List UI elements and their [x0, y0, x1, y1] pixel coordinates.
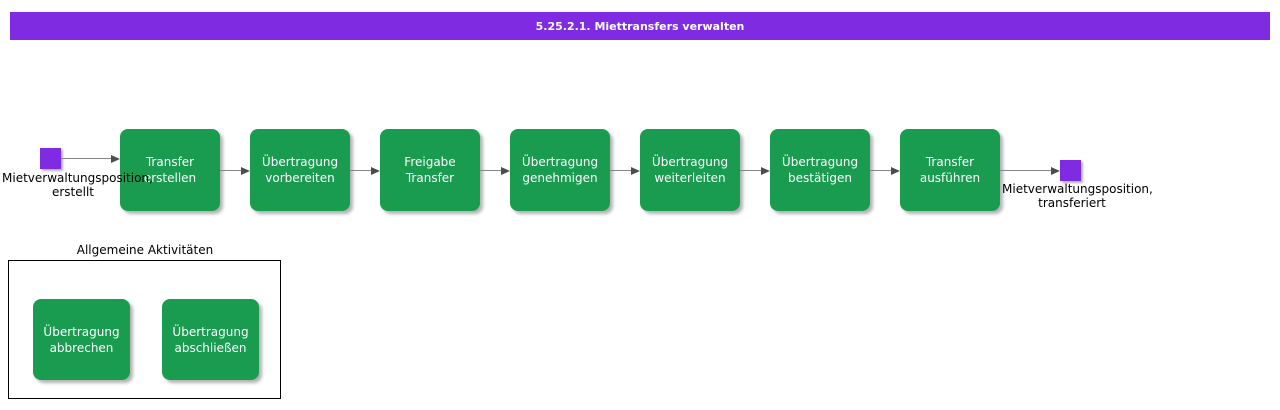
arrow-shaft — [870, 170, 891, 171]
flow-arrow — [740, 166, 770, 175]
flow-arrow — [870, 166, 900, 175]
arrow-shaft — [740, 170, 761, 171]
flow-arrow — [480, 166, 510, 175]
flow-arrow — [61, 154, 120, 163]
arrow-shaft — [480, 170, 501, 171]
arrow-shaft — [1000, 170, 1051, 171]
flow-arrow — [610, 166, 640, 175]
arrow-head-icon — [111, 154, 120, 163]
start-event-label-line1: Mietverwaltungsposition, — [2, 171, 153, 185]
arrow-head-icon — [631, 166, 640, 175]
flow-arrow — [350, 166, 380, 175]
flow-arrow — [1000, 166, 1060, 175]
arrow-head-icon — [241, 166, 250, 175]
arrow-shaft — [350, 170, 371, 171]
general-activities-title: Allgemeine Aktivitäten — [76, 243, 214, 257]
start-event-label-line2: erstellt — [51, 185, 95, 199]
arrow-head-icon — [371, 166, 380, 175]
start-event-square — [40, 148, 61, 169]
end-event-label-line2: transferiert — [1038, 196, 1106, 210]
arrow-head-icon — [1051, 166, 1060, 175]
end-event-label: Mietverwaltungsposition, transferiert — [1002, 182, 1153, 210]
arrow-head-icon — [501, 166, 510, 175]
arrow-shaft — [610, 170, 631, 171]
start-event-label: Mietverwaltungsposition, erstellt — [2, 171, 153, 199]
arrow-shaft — [220, 170, 241, 171]
end-event-label-line1: Mietverwaltungsposition, — [1002, 182, 1153, 196]
arrow-head-icon — [761, 166, 770, 175]
flow-arrow — [220, 166, 250, 175]
diagram-title-banner: 5.25.2.1. Miettransfers verwalten — [10, 12, 1270, 40]
end-event-square — [1060, 160, 1081, 181]
diagram-title: 5.25.2.1. Miettransfers verwalten — [535, 19, 745, 33]
arrow-head-icon — [891, 166, 900, 175]
arrow-shaft — [61, 158, 111, 159]
